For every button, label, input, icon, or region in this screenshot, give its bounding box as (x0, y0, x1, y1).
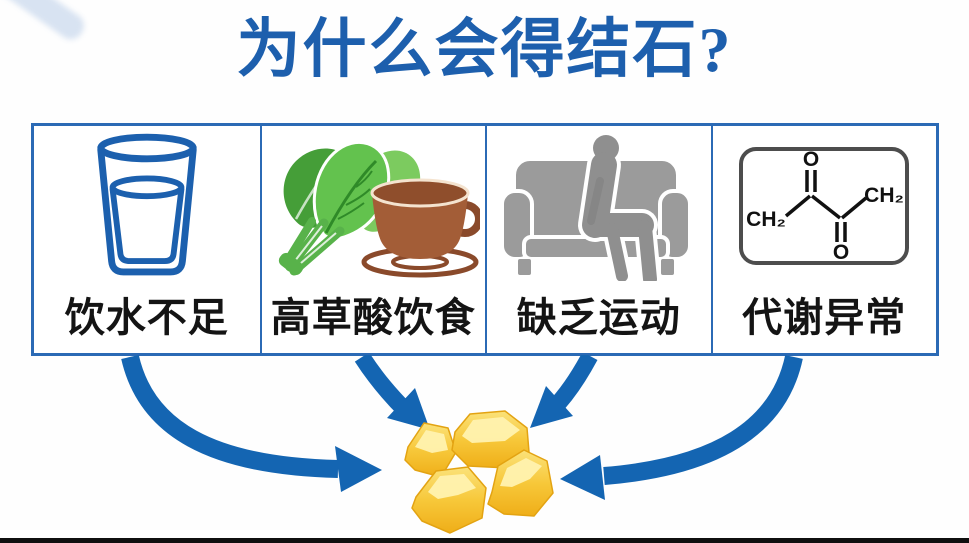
panel-high-oxalate-diet: 高草酸饮食 (259, 126, 486, 353)
flow-diagram (121, 355, 803, 534)
diketone-chemical-structure-icon: CH₂ CH₂ O O (739, 146, 910, 265)
panel-lack-of-exercise: 缺乏运动 (485, 126, 711, 353)
panel-label: 高草酸饮食 (270, 295, 476, 340)
spinach-and-teacup-icon (279, 140, 481, 277)
causes-panel-grid: 饮水不足 (31, 123, 939, 356)
panel-label: 缺乏运动 (516, 295, 681, 340)
person-sitting-on-couch-icon (499, 133, 692, 281)
left-group-label: CH₂ (746, 208, 786, 231)
bottom-letterbox-bar (0, 538, 969, 543)
panel-metabolic-abnormality: CH₂ CH₂ O O 代谢异常 (710, 126, 937, 353)
right-group-label: CH₂ (864, 184, 904, 207)
arrow-from-water-icon (121, 355, 382, 492)
arrow-from-diet-icon (354, 355, 430, 430)
panel-label: 代谢异常 (742, 295, 907, 340)
kidney-stones-icon (404, 410, 554, 534)
page-title: 为什么会得结石? (236, 14, 733, 85)
arrow-from-couch-icon (530, 355, 598, 428)
arrow-from-metabolism-icon (560, 355, 803, 500)
panel-insufficient-water: 饮水不足 (34, 126, 260, 353)
panel-label: 饮水不足 (64, 295, 229, 340)
converging-arrows (121, 355, 803, 500)
water-glass-icon (97, 133, 197, 275)
bottom-oxygen-label: O (833, 241, 849, 264)
top-oxygen-label: O (803, 148, 819, 171)
